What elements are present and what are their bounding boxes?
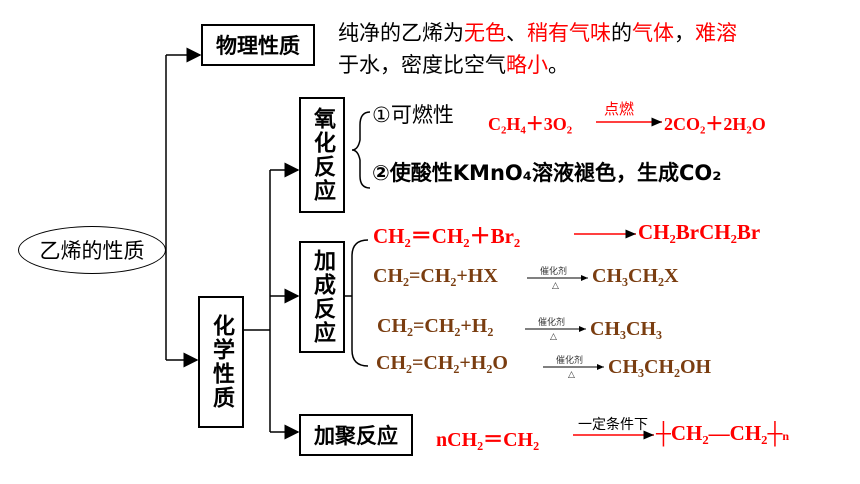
- physical-node: 物理性质: [201, 24, 315, 66]
- chemical-node: 化学性质: [198, 296, 244, 428]
- addition-node: 加成反应: [299, 241, 345, 353]
- chemical-label: 化学性质: [209, 314, 234, 410]
- polymer-node: 加聚反应: [299, 414, 413, 456]
- reaction-h2o-cond-bottom: △: [568, 370, 575, 380]
- reaction-h2o-cond-top: 催化剂: [556, 356, 584, 366]
- combustion-reactants: C₂H₄＋3O₂: [488, 114, 573, 134]
- root-label: 乙烯的性质: [39, 239, 145, 263]
- reaction-hx-cond-bottom: △: [552, 281, 559, 291]
- oxidation-node: 氧化反应: [299, 97, 345, 213]
- reaction-hx-right: CH₃CH₂X: [592, 265, 679, 287]
- addition-label: 加成反应: [310, 249, 335, 345]
- oxidation-label: 氧化反应: [310, 107, 335, 203]
- desc-highlight: 气体: [632, 21, 674, 45]
- polymer-bracket-right-icon: ┼: [767, 421, 783, 445]
- physical-desc-line1: 纯净的乙烯为无色、稍有气味的气体，难溶: [338, 18, 737, 48]
- reaction-h2-cond-bottom: △: [550, 332, 557, 342]
- reaction-hx-cond-top: 催化剂: [540, 267, 568, 277]
- reaction-h2o-left: CH₂=CH₂+H₂O: [376, 352, 508, 374]
- polymer-left: nCH₂＝CH₂: [436, 429, 540, 451]
- desc-text: 纯净的乙烯为: [338, 21, 464, 45]
- physical-desc-line2: 于水，密度比空气略小。: [338, 50, 569, 80]
- polymer-condition: 一定条件下: [578, 417, 648, 433]
- reaction-h2-right: CH₃CH₃: [590, 318, 662, 340]
- physical-label: 物理性质: [216, 34, 300, 58]
- root-node: 乙烯的性质: [18, 226, 166, 274]
- desc-highlight: 无色: [464, 21, 506, 45]
- polymer-label: 加聚反应: [314, 424, 398, 448]
- desc-highlight: 难溶: [695, 21, 737, 45]
- desc-text: 、: [506, 21, 527, 45]
- reaction-br2-right: CH₂BrCH₂Br: [638, 220, 761, 244]
- polymer-right: CH₂—CH₂: [670, 421, 768, 445]
- reaction-h2-left: CH₂=CH₂+H₂: [377, 315, 494, 337]
- reaction-h2o-right: CH₃CH₂OH: [608, 356, 712, 378]
- reaction-br2-left: CH₂＝CH₂＋Br₂: [373, 224, 521, 248]
- desc-text: 。: [548, 53, 569, 77]
- reaction-h2-cond-top: 催化剂: [538, 318, 566, 328]
- kmno4-label: ②使酸性KMnO₄溶液褪色，生成CO₂: [372, 161, 722, 185]
- combustion-condition: 点燃: [604, 100, 635, 118]
- desc-text: 于水，密度比空气: [338, 53, 506, 77]
- desc-text: ，: [674, 21, 695, 45]
- polymer-n: n: [782, 429, 790, 443]
- kmno4-text: ②使酸性KMnO₄溶液褪色，生成CO₂: [372, 158, 721, 188]
- desc-text: 的: [611, 21, 632, 45]
- desc-highlight: 稍有气味: [527, 21, 611, 45]
- combustion-products: 2CO₂＋2H₂O: [664, 114, 766, 134]
- desc-highlight: 略小: [506, 53, 548, 77]
- reaction-hx-left: CH₂=CH₂+HX: [373, 265, 498, 287]
- combustibility-label: ①可燃性: [372, 103, 454, 127]
- polymer-product: ┼CH₂—CH₂┼n: [656, 421, 789, 446]
- polymer-bracket-left-icon: ┼: [656, 421, 671, 445]
